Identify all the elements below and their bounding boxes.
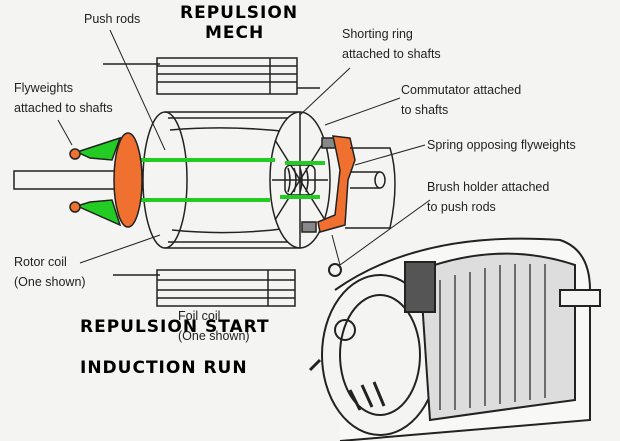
- label-brush-holder-1: Brush holder attached: [427, 180, 550, 194]
- label-brush-holder-2: to push rods: [427, 200, 496, 214]
- label-spring: Spring opposing flyweights: [427, 138, 576, 152]
- label-flyweights-1: Flyweights: [14, 81, 74, 95]
- label-foil-coil-2: (One shown): [178, 329, 250, 343]
- push-rods: [125, 158, 325, 202]
- brush-holder: [301, 135, 396, 233]
- shaft: [13, 170, 386, 190]
- label-commutator-1: Commutator attached: [401, 83, 522, 97]
- title-line-2: MECH: [205, 23, 265, 43]
- label-shorting-ring-2: attached to shafts: [342, 47, 441, 61]
- label-foil-coil-1: Foil coil: [178, 309, 221, 323]
- label-rotor-coil-2: (One shown): [14, 275, 86, 289]
- label-commutator-2: to shafts: [401, 103, 449, 117]
- caption-line-1: REPULSION START: [80, 317, 270, 337]
- rotor: [142, 111, 331, 249]
- label-rotor-coil-1: Rotor coil: [14, 255, 67, 269]
- caption-line-2: INDUCTION RUN: [80, 358, 248, 378]
- assembled-motor: [308, 237, 601, 441]
- label-shorting-ring-1: Shorting ring: [342, 27, 413, 41]
- top-field-coil: [103, 57, 320, 95]
- leader-lines: [57, 29, 431, 266]
- label-push-rods: Push rods: [84, 12, 141, 26]
- foil-coil: [113, 269, 296, 307]
- label-flyweights-2: attached to shafts: [14, 101, 113, 115]
- title-line-1: REPULSION: [180, 3, 299, 23]
- flyweights: [69, 132, 143, 228]
